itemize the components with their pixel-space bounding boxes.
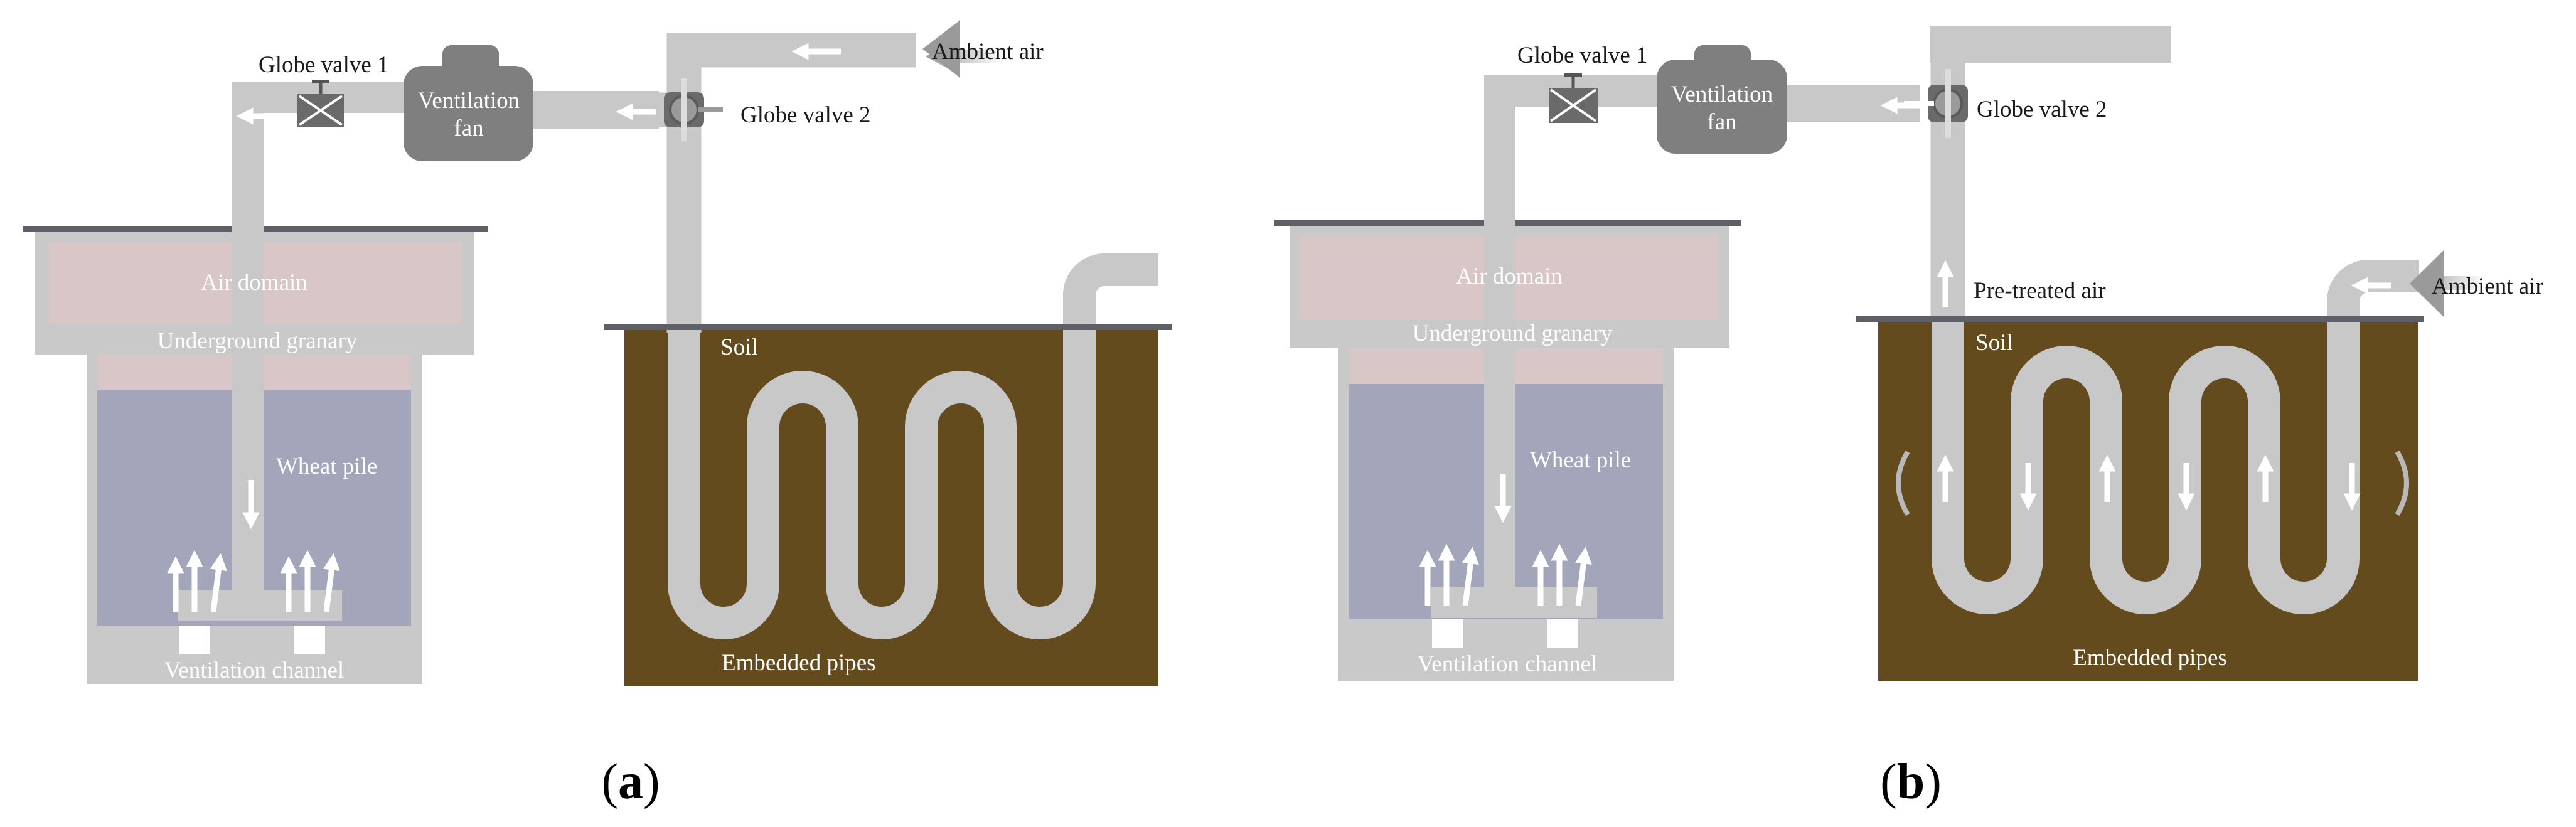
ventilation-fan <box>1657 45 1787 154</box>
embedded-pipes-label: Embedded pipes <box>2073 645 2227 671</box>
globe-valve-1-label: Globe valve 1 <box>1517 43 1648 68</box>
fan-label-line1: Ventilation <box>418 88 520 114</box>
underground-granary-label: Underground granary <box>158 328 358 354</box>
globe-valve-2-label: Globe valve 2 <box>1977 97 2107 122</box>
flow-arrows-a <box>167 43 841 612</box>
wheat-pile-label: Wheat pile <box>276 454 377 479</box>
ambient-air-arrow <box>922 20 1004 78</box>
embedded-pipe <box>668 253 1158 639</box>
globe-valve-2 <box>664 78 723 141</box>
caption-b-letter: b <box>1897 754 1925 809</box>
air-domain-label: Air domain <box>1456 264 1563 289</box>
ventilation-fan <box>404 45 533 161</box>
ambient-air-label: Ambient air <box>932 39 1044 65</box>
flow-arrows-b <box>1419 97 2391 606</box>
soil-label: Soil <box>720 334 758 360</box>
soil-surface-line <box>1856 316 2424 322</box>
ventilation-channel-label: Ventilation channel <box>1418 651 1598 677</box>
fan-label-line2: fan <box>454 115 483 141</box>
underground-granary-label: Underground granary <box>1413 321 1613 346</box>
embedded-pipe <box>1932 260 2419 614</box>
globe-valve-1 <box>297 80 344 127</box>
panel-a: Ventilation fan <box>23 20 1172 809</box>
wheat-pile-label: Wheat pile <box>1530 447 1631 473</box>
globe-valve-2-label: Globe valve 2 <box>740 102 871 128</box>
caption-b: (b) <box>1880 754 1942 809</box>
pre-treated-air-label: Pre-treated air <box>1974 278 2106 304</box>
ambient-air-label: Ambient air <box>2432 274 2543 299</box>
soil-surface-line <box>604 324 1172 330</box>
air-domain-label: Air domain <box>201 270 307 296</box>
globe-valve-1 <box>1549 73 1598 123</box>
globe-valve-1-label: Globe valve 1 <box>259 52 389 78</box>
caption-a-letter: a <box>618 754 643 809</box>
panel-b: Ventilation fan <box>1274 26 2543 809</box>
heat-exchange-arrows <box>1896 450 2409 516</box>
ambient-air-arrow <box>2410 250 2485 317</box>
ventilation-channel-label: Ventilation channel <box>164 658 345 683</box>
fan-label-line1: Ventilation <box>1671 82 1773 107</box>
embedded-pipes-label: Embedded pipes <box>722 650 876 676</box>
fan-label-line2: fan <box>1707 109 1736 135</box>
soil-label: Soil <box>1975 330 2013 356</box>
caption-a: (a) <box>601 754 660 809</box>
